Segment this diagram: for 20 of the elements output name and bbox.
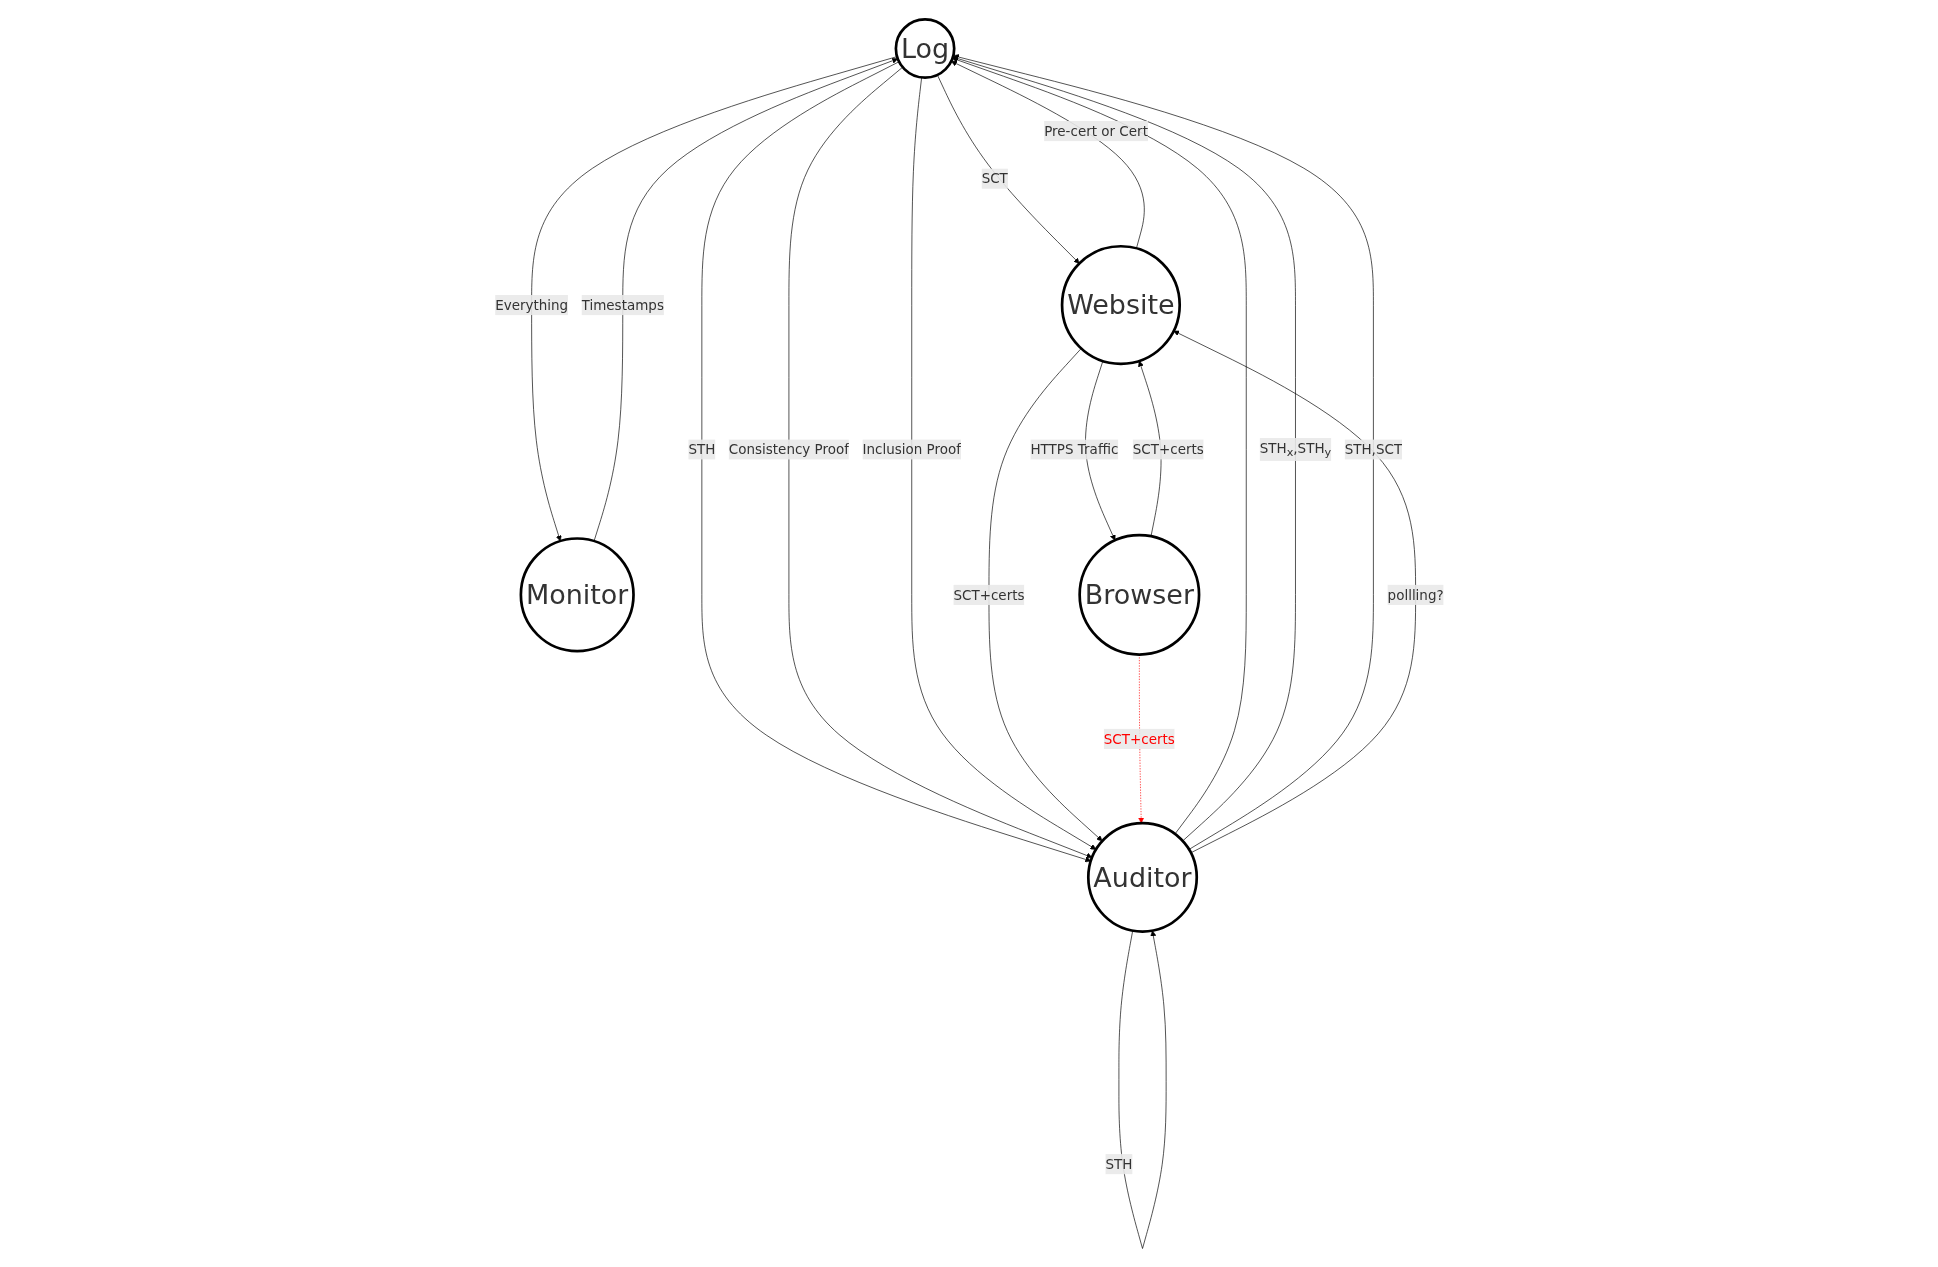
edge-label: STH$_{x}$,STH$_{y}$ xyxy=(1259,439,1331,459)
edge-label: STH xyxy=(687,440,715,458)
node-circle: Log xyxy=(894,17,956,79)
edge-label: Timestamps xyxy=(581,296,664,313)
edge-label: Consistency Proof xyxy=(728,440,849,458)
edge-label: Inclusion Proof xyxy=(862,440,961,458)
edge-label: pollling? xyxy=(1387,586,1444,603)
node-circle: Browser xyxy=(1077,533,1200,656)
edge-label: SCT+certs xyxy=(953,586,1025,603)
edge-label: HTTPS Traffic xyxy=(1030,440,1118,458)
edge-label: Everything xyxy=(494,296,568,313)
edge-label: SCT xyxy=(981,170,1008,187)
edge-label: STH xyxy=(1105,1155,1132,1172)
node-circle: Auditor xyxy=(1086,821,1198,933)
edge-label: SCT+certs xyxy=(1103,730,1175,747)
node-circle: Website xyxy=(1060,244,1181,365)
edge-label: Pre-cert or Cert xyxy=(1043,122,1148,139)
edge-label: SCT+certs xyxy=(1132,440,1204,458)
node-circle: Monitor xyxy=(519,536,635,652)
edge-label: STH,SCT xyxy=(1344,440,1402,458)
